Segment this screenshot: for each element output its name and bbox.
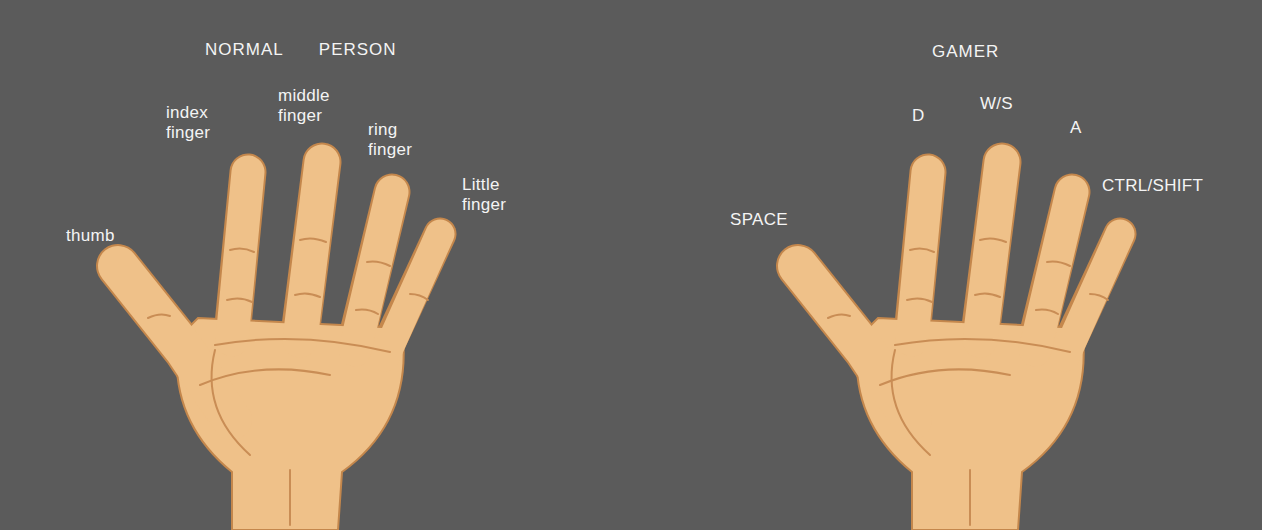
heading: NORMAL PERSON — [205, 40, 397, 60]
key-label: W/S — [980, 94, 1013, 114]
finger-label: Little finger — [462, 175, 532, 214]
finger-label: middle finger — [278, 86, 348, 125]
key-label: D — [912, 106, 925, 126]
key-label: SPACE — [730, 210, 788, 230]
key-label: CTRL/SHIFT — [1102, 176, 1203, 196]
finger-label: index finger — [166, 103, 228, 142]
finger-label: ring finger — [368, 120, 424, 159]
key-label: A — [1070, 118, 1082, 138]
heading: GAMER — [932, 42, 999, 62]
finger-label: thumb — [66, 226, 115, 246]
